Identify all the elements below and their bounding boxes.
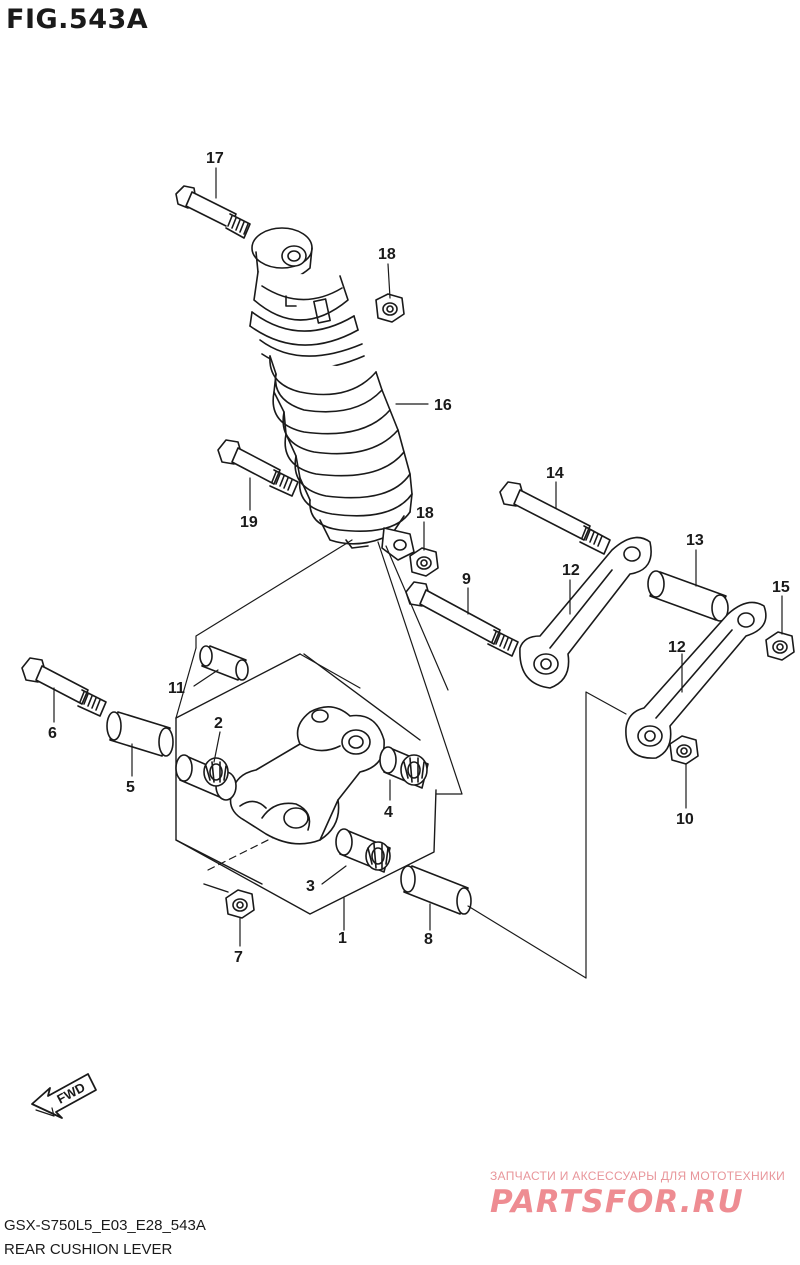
tie-rod-12-upper (519, 536, 652, 689)
bolt-6 (21, 657, 107, 717)
sleeve-5 (106, 711, 174, 757)
bolt-9 (405, 581, 519, 657)
fwd-arrow-icon (31, 1073, 97, 1119)
callout-6: 6 (48, 725, 57, 742)
bolt-19 (217, 439, 299, 497)
callout-8: 8 (424, 931, 433, 948)
assembly-outline (175, 653, 437, 915)
callout-12-upper: 12 (562, 562, 580, 579)
nut-18-upper (375, 293, 405, 323)
sleeve-11 (199, 645, 249, 681)
watermark-tagline: ЗАПЧАСТИ И АКСЕССУАРЫ ДЛЯ МОТОТЕХНИКИ (490, 1169, 786, 1183)
callout-3: 3 (306, 878, 315, 895)
callout-7: 7 (234, 949, 243, 966)
callout-17: 17 (206, 150, 224, 167)
nut-18-lower (409, 547, 439, 577)
bearing-2 (175, 754, 237, 801)
assembly-lines (175, 539, 627, 979)
leader-lines (53, 167, 783, 947)
callout-12-lower: 12 (668, 639, 686, 656)
callout-11: 11 (168, 680, 185, 697)
callout-1: 1 (338, 930, 347, 947)
callout-9: 9 (462, 571, 471, 588)
callout-14: 14 (546, 465, 564, 482)
tie-rod-12-lower (625, 601, 767, 759)
cushion-lever-1 (229, 706, 385, 845)
callout-18-lower: 18 (416, 505, 434, 522)
callout-5: 5 (126, 779, 135, 796)
figure-title: FIG.543A (6, 4, 149, 35)
bearing-4 (379, 746, 429, 789)
callout-13: 13 (686, 532, 704, 549)
callout-16: 16 (434, 397, 452, 414)
watermark-brand: PARTSFOR.RU (490, 1184, 744, 1220)
callout-19: 19 (240, 514, 258, 531)
diagram-caption: REAR CUSHION LEVER (4, 1241, 173, 1258)
callout-2: 2 (214, 715, 223, 732)
bolt-14 (499, 481, 611, 555)
callout-4: 4 (384, 804, 393, 821)
sleeve-8 (400, 865, 472, 915)
nut-15 (765, 631, 795, 661)
shock-absorber-16 (249, 227, 415, 561)
diagram-code: GSX-S750L5_E03_E28_543A (4, 1217, 206, 1234)
callout-18-upper: 18 (378, 246, 396, 263)
bolt-17 (175, 185, 251, 239)
nut-10 (669, 735, 699, 765)
sleeve-13 (647, 570, 729, 622)
bearing-3 (335, 828, 391, 873)
callout-15: 15 (772, 579, 790, 596)
callout-10: 10 (676, 811, 694, 828)
nut-7 (225, 889, 255, 919)
